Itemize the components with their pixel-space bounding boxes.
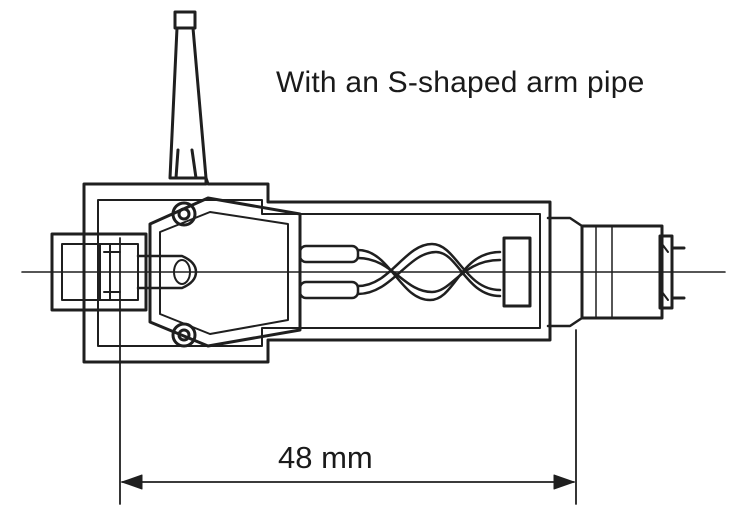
lead-wires — [298, 242, 502, 302]
diagram-caption: With an S-shaped arm pipe — [276, 66, 645, 99]
dimension-line — [121, 474, 575, 490]
finger-lift — [168, 10, 208, 180]
cartridge — [148, 196, 302, 348]
headshell-body — [82, 176, 552, 364]
dimension-label: 48 mm — [278, 440, 373, 475]
